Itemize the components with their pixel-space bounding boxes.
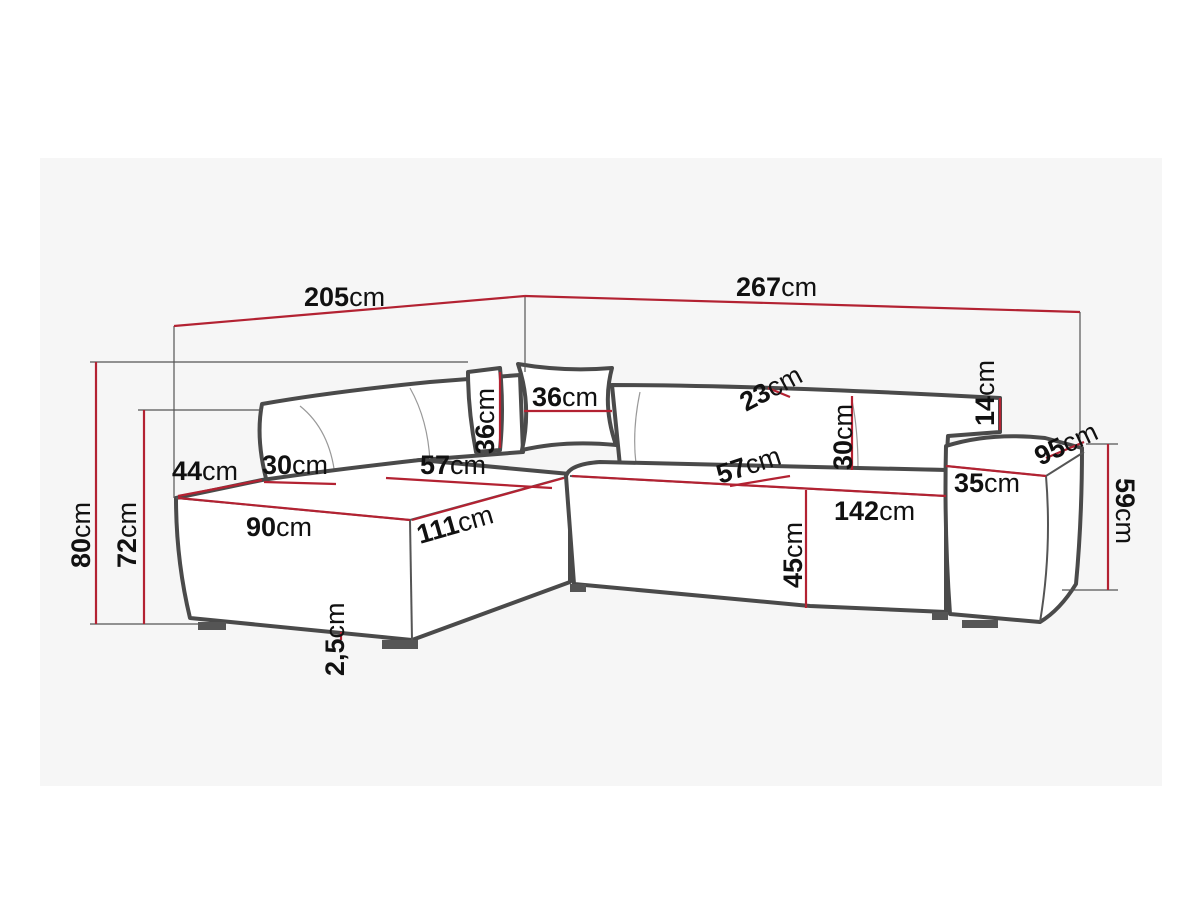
label-14: 14cm	[970, 360, 1000, 426]
label-90: 90cm	[246, 512, 312, 542]
right-backrest	[610, 383, 1002, 472]
corner-sofa-illustration	[174, 362, 1085, 649]
leg-1	[198, 622, 226, 630]
left-chaise	[174, 458, 572, 642]
label-2-5: 2,5cm	[320, 602, 350, 676]
right-backrest-seam	[634, 391, 641, 465]
label-205: 205cm	[304, 282, 385, 312]
leg-4	[932, 612, 948, 620]
dim-line-142	[571, 474, 947, 498]
dim-line-57-left	[385, 476, 553, 490]
label-59: 59cm	[1110, 478, 1140, 544]
left-backrest-seam	[409, 387, 431, 463]
label-142: 142cm	[834, 496, 915, 526]
extension-lines	[90, 296, 1118, 625]
label-35: 35cm	[954, 468, 1020, 498]
left-backrest-seam-2	[299, 405, 336, 477]
label-36-vertical: 36cm	[470, 388, 500, 454]
label-36-horizontal: 36cm	[532, 382, 598, 412]
dim-line-90	[177, 496, 411, 522]
label-72: 72cm	[112, 502, 142, 568]
right-armrest	[943, 434, 1084, 624]
dim-line-111	[411, 476, 565, 522]
label-30-vertical: 30cm	[828, 404, 858, 470]
dim-line-35	[945, 464, 1047, 478]
label-57-left: 57cm	[420, 450, 486, 480]
dim-line-30-horizontal	[263, 480, 337, 486]
small-pillow	[466, 366, 504, 454]
leg-5	[962, 620, 998, 628]
decorative-pillow	[516, 362, 618, 452]
label-267: 267cm	[736, 272, 817, 302]
dimension-lines	[94, 294, 1110, 640]
dim-line-267	[524, 294, 1081, 314]
label-80: 80cm	[66, 502, 96, 568]
leg-3	[570, 584, 586, 592]
dim-line-23	[767, 386, 791, 399]
dim-line-205	[173, 294, 526, 328]
dim-line-44	[177, 478, 263, 498]
label-30-horizontal: 30cm	[262, 450, 328, 480]
label-44: 44cm	[172, 456, 238, 486]
leg-2	[382, 640, 418, 649]
label-45: 45cm	[778, 522, 808, 588]
right-seat	[564, 460, 948, 614]
chaise-front-corner	[409, 519, 413, 641]
armrest-front-edge	[1039, 475, 1049, 623]
dim-line-95	[1045, 440, 1085, 460]
